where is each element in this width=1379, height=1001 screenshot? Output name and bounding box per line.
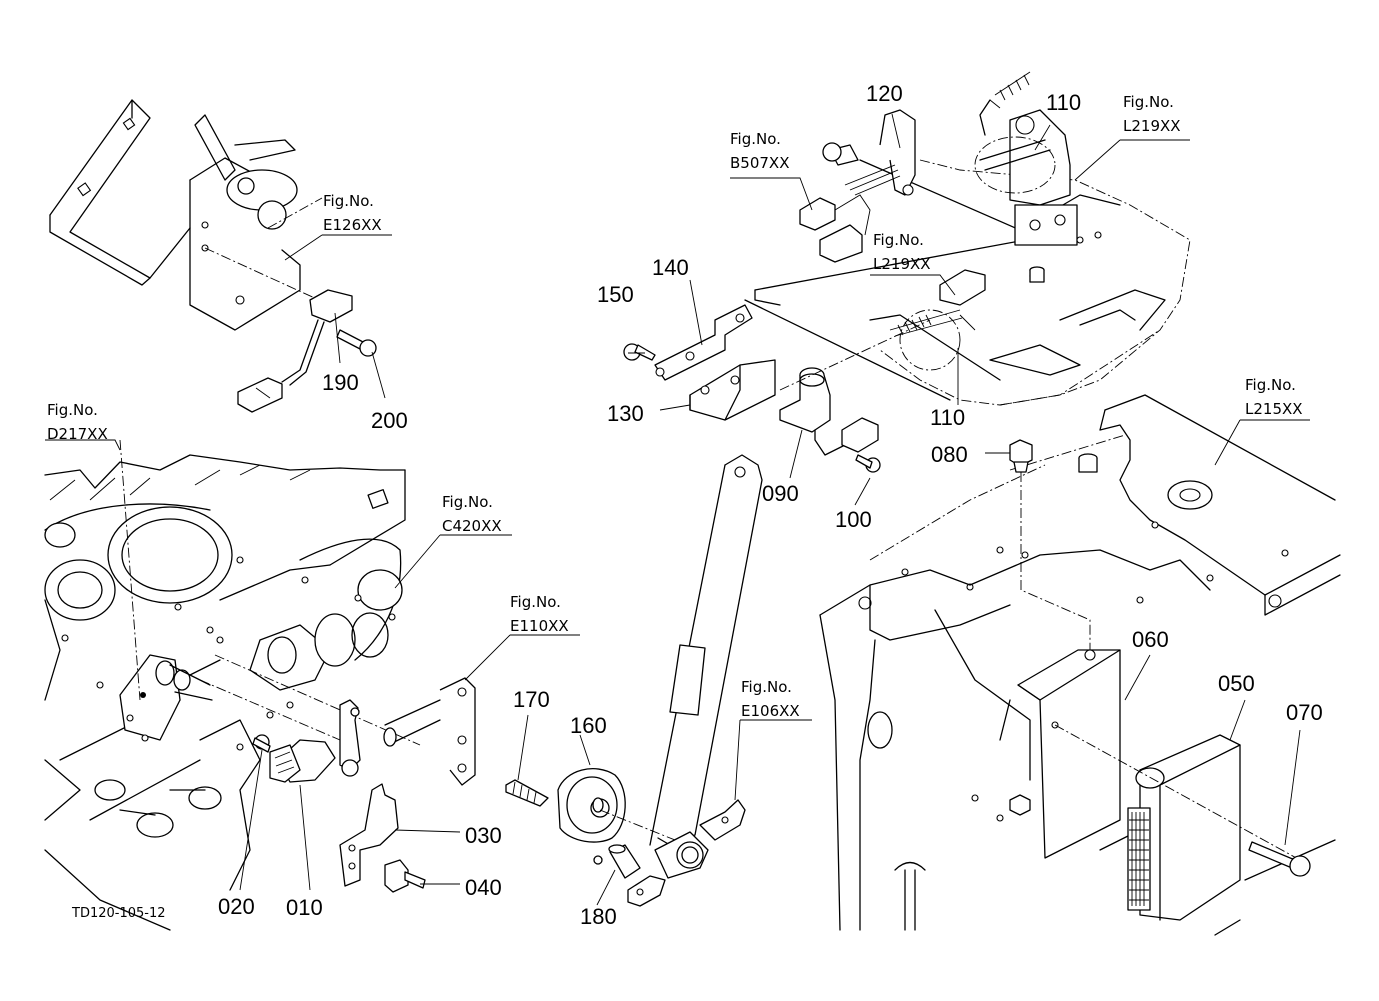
fig-label-b507: Fig.No.	[730, 130, 781, 148]
fig-label-e110: Fig.No.	[510, 593, 561, 611]
part-label-110-top: 110	[1046, 90, 1081, 115]
part-label-060: 060	[1132, 627, 1169, 652]
part-label-180: 180	[580, 904, 617, 929]
fig-ref-c420: C420XX	[442, 517, 502, 535]
sensor-160-assembly	[505, 768, 746, 907]
fig-ref-e126: E126XX	[323, 216, 382, 234]
part-label-090: 090	[762, 481, 799, 506]
part-label-150: 150	[597, 282, 634, 307]
part-label-100: 100	[835, 507, 872, 532]
part-label-050: 050	[1218, 671, 1255, 696]
drawing-code: TD120-105-12	[71, 906, 166, 921]
part-label-070: 070	[1286, 700, 1323, 725]
part-label-020: 020	[218, 894, 255, 919]
fig-ref-e110: E110XX	[510, 617, 569, 635]
part-label-160: 160	[570, 713, 607, 738]
control-rod	[649, 454, 763, 846]
fig-label-c420: Fig.No.	[442, 493, 493, 511]
part-label-140: 140	[652, 255, 689, 280]
fig-ref-b507: B507XX	[730, 154, 789, 172]
part-label-110-bottom: 110	[930, 405, 965, 430]
fig-ref-d217: D217XX	[47, 425, 108, 443]
fig-label-l215: Fig.No.	[1245, 376, 1296, 394]
fig-label-e106: Fig.No.	[741, 678, 792, 696]
part-label-120: 120	[866, 81, 903, 106]
fig-ref-l215: L215XX	[1245, 400, 1303, 418]
controller-bracket-assembly	[1017, 649, 1311, 921]
fig-label-e126: Fig.No.	[323, 192, 374, 210]
part-label-010: 010	[286, 895, 323, 920]
bracket-130-140-assembly	[623, 304, 931, 473]
fig-label-l219-top: Fig.No.	[1123, 93, 1174, 111]
frame-lower-right	[819, 266, 1341, 936]
fig-ref-l219-top: L219XX	[1123, 117, 1181, 135]
part-label-200: 200	[371, 408, 408, 433]
part-label-030: 030	[465, 823, 502, 848]
part-label-040: 040	[465, 875, 502, 900]
sensor-010-assembly	[199, 654, 476, 893]
part-label-080: 080	[931, 442, 968, 467]
part-label-190: 190	[322, 370, 359, 395]
fig-ref-l219-mid: L219XX	[873, 255, 931, 273]
figure-references: Fig.No. E126XX Fig.No. B507XX Fig.No. L2…	[47, 93, 1303, 921]
fig-label-d217: Fig.No.	[47, 401, 98, 419]
part-number-labels: 120 110 140 150 130 110 080 090 100 190 …	[218, 81, 1323, 929]
pedal-bracket-assembly	[49, 99, 377, 413]
part-label-170: 170	[513, 687, 550, 712]
engine-case	[44, 439, 406, 931]
fig-label-l219-mid: Fig.No.	[873, 231, 924, 249]
part-label-130: 130	[607, 401, 644, 426]
fig-ref-e106: E106XX	[741, 702, 800, 720]
frame-upper-assembly	[744, 71, 1191, 406]
leader-lines	[45, 113, 1310, 906]
